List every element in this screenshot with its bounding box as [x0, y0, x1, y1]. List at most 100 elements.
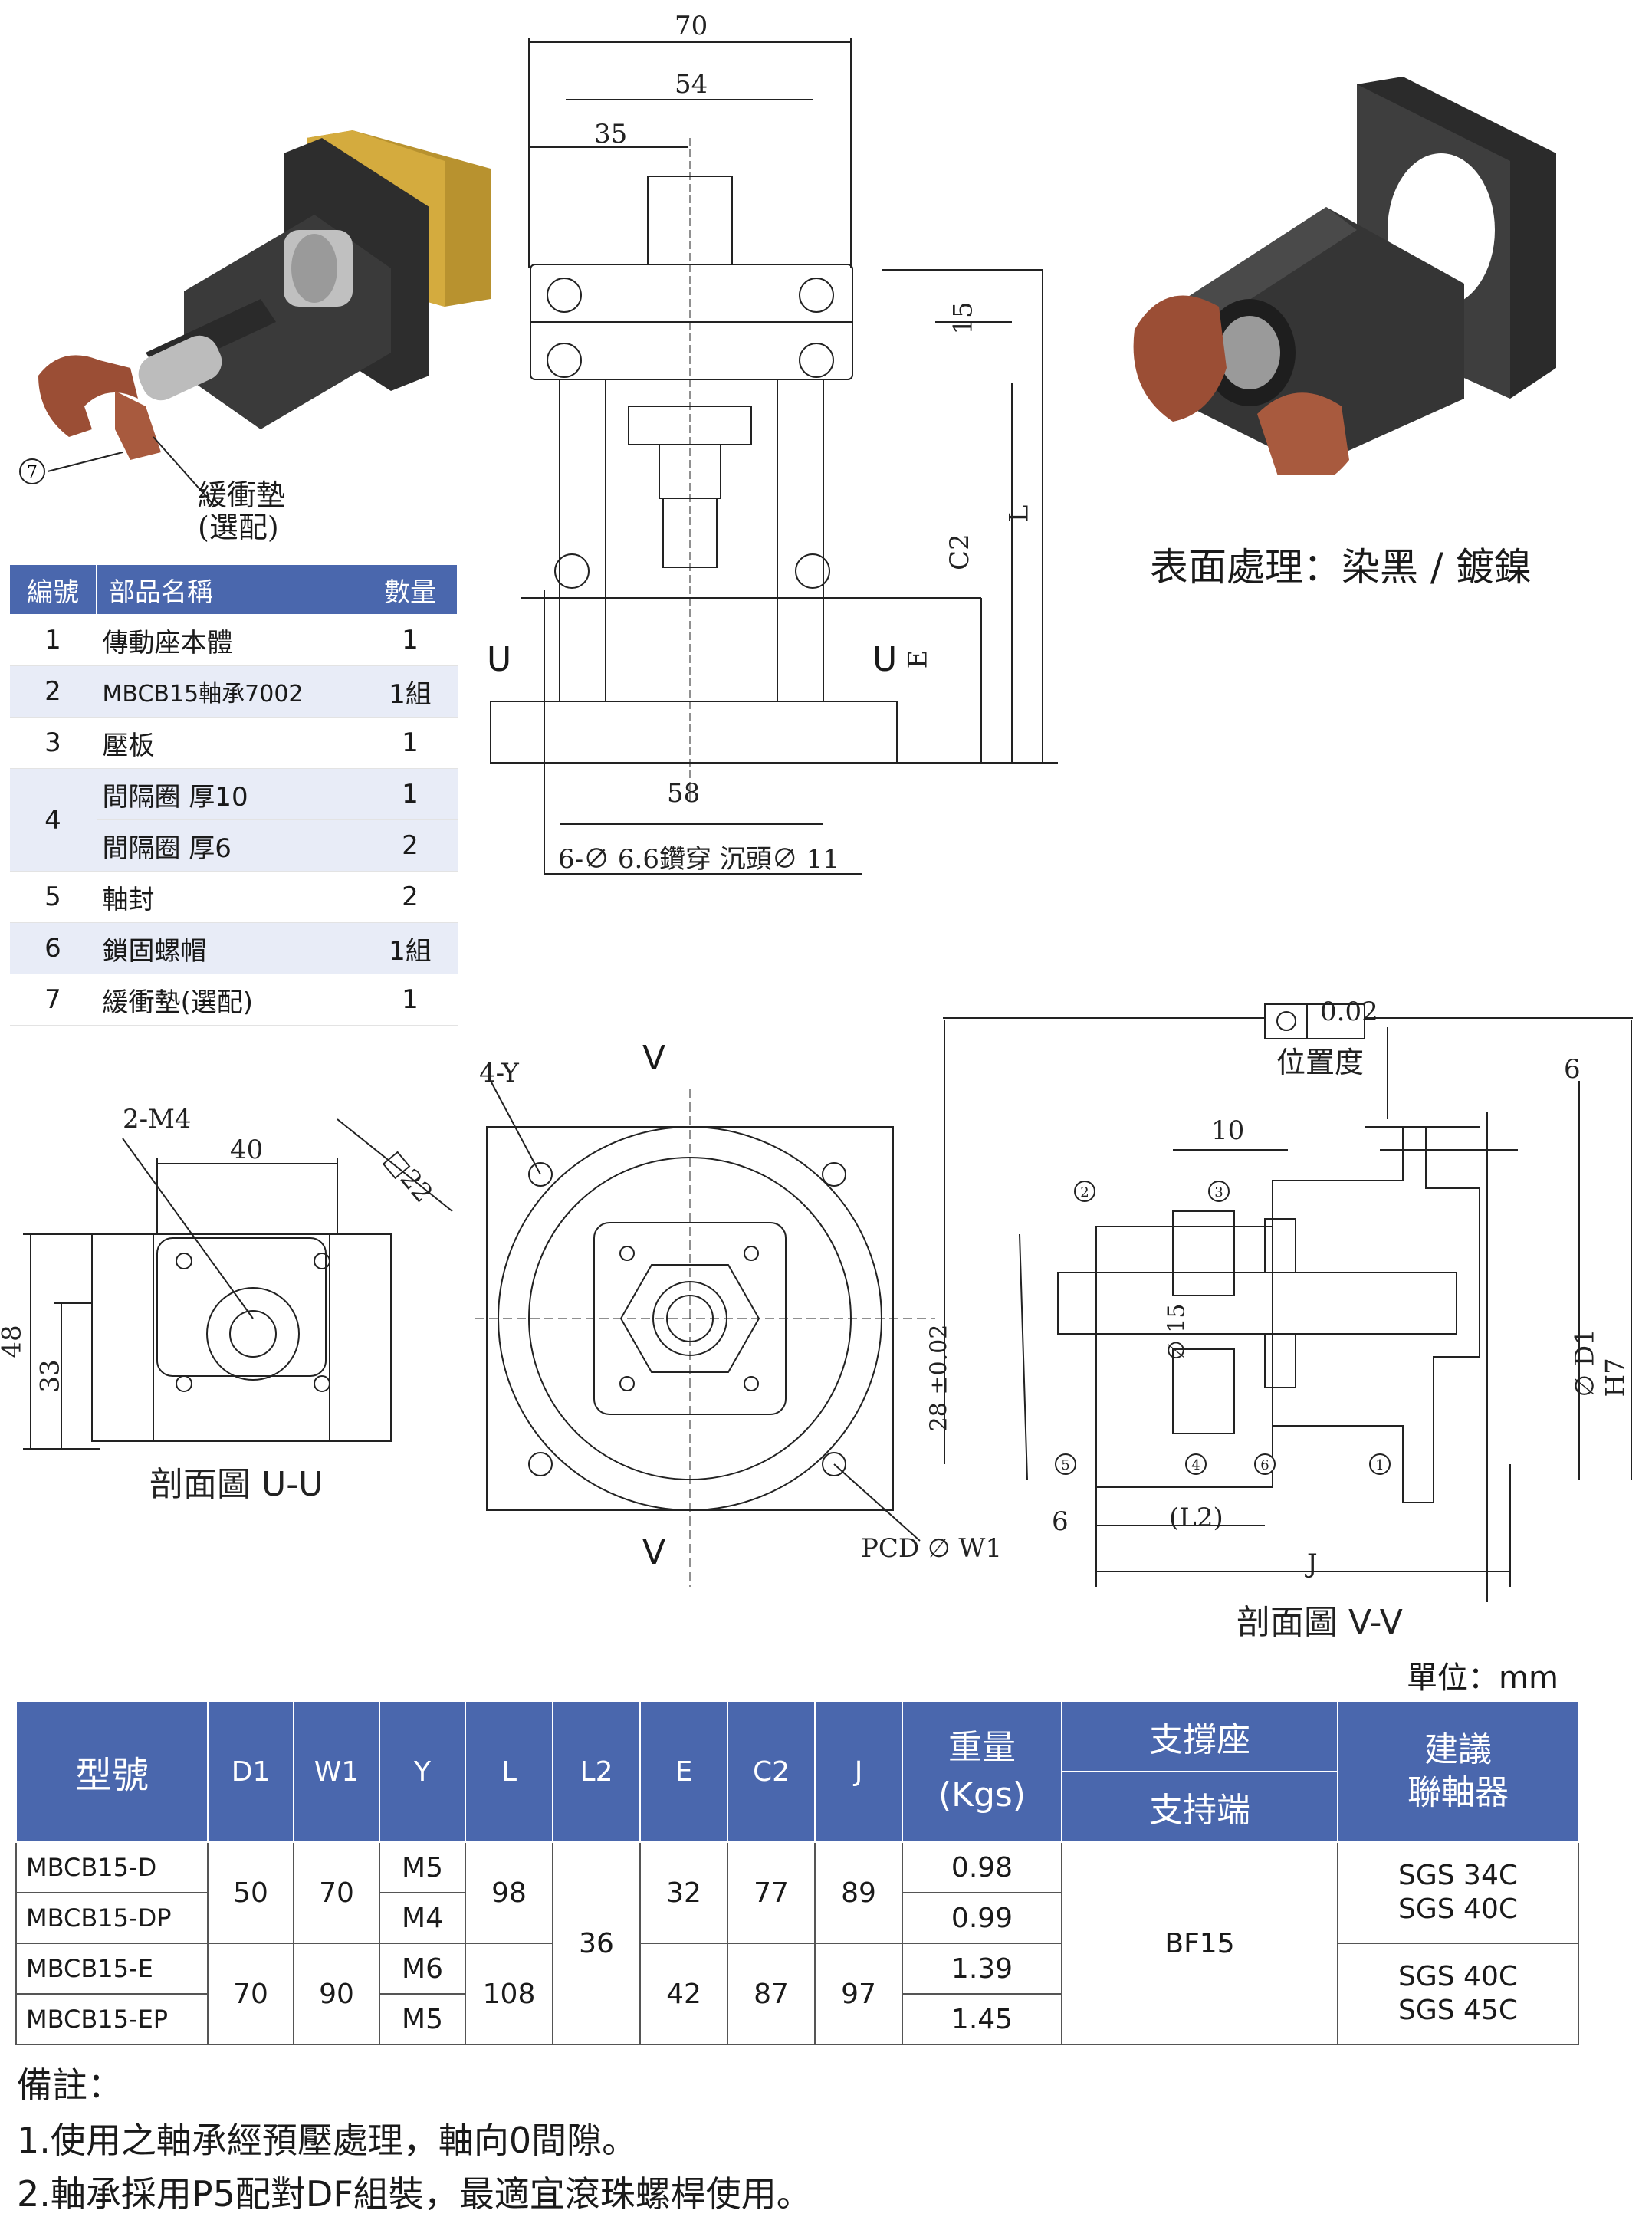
note-line-2: 2.軸承採用P5配對DF組裝，最適宜滾珠螺桿使用。 — [17, 2173, 812, 2215]
dim-58: 58 — [667, 778, 701, 809]
note-line-1: 1.使用之軸承經預壓處理，軸向0間隙。 — [17, 2120, 638, 2161]
spec-header-j: J — [814, 1700, 903, 1843]
dim-35: 35 — [594, 119, 628, 149]
spec-support: BF15 — [1061, 1841, 1338, 2045]
spec-header-coupling: 建議 聯軸器 — [1337, 1700, 1579, 1843]
vv-phi15: ∅ 15 — [1163, 1303, 1191, 1361]
spec-w1: 90 — [293, 1943, 380, 2045]
product-render-left — [38, 130, 491, 460]
spec-header-weight-unit: (Kgs) — [938, 1775, 1026, 1815]
spec-weight: 0.99 — [902, 1892, 1062, 1944]
table-row: 3 壓板 1 — [9, 717, 458, 769]
dim-C2: C2 — [944, 534, 975, 570]
part-no: 4 — [9, 768, 97, 872]
part-qty: 2 — [363, 871, 458, 923]
vv-tolerance: 0.02 — [1320, 997, 1378, 1027]
dim-15: 15 — [948, 301, 979, 335]
table-row: 2 MBCB15軸承7002 1組 — [9, 665, 458, 718]
front-view-drawing — [475, 1080, 935, 1587]
balloon-2: 2 — [1080, 1184, 1089, 1200]
part-name: 軸封 — [96, 871, 363, 923]
vv-dim-L2: (L2) — [1169, 1503, 1223, 1533]
spec-d1: 50 — [207, 1841, 294, 1944]
spec-header-e: E — [639, 1700, 728, 1843]
product-render-right — [1133, 77, 1556, 475]
vv-dim-28: 28 ±0.02 — [925, 1324, 953, 1432]
spec-model: MBCB15-D — [15, 1841, 209, 1893]
uu-caption: 剖面圖 U-U — [149, 1465, 324, 1504]
uu-40: 40 — [230, 1135, 264, 1165]
part-name: 緩衝墊(選配) — [96, 974, 363, 1026]
vv-dim-6-bottom: 6 — [1052, 1506, 1069, 1537]
section-mark-u-right: U — [872, 640, 898, 679]
table-row: MBCB15-EP M5 1.45 — [15, 1993, 1578, 2045]
table-row: 1 傳動座本體 1 — [9, 614, 458, 666]
spec-e: 42 — [639, 1943, 728, 2045]
part-qty: 1 — [363, 974, 458, 1026]
part-name: 傳動座本體 — [96, 614, 363, 666]
spec-l2: 36 — [552, 1841, 641, 2045]
spec-header-l: L — [465, 1700, 553, 1843]
spec-coupling: SGS 34C SGS 40C — [1337, 1841, 1579, 1944]
header-name: 部品名稱 — [96, 564, 363, 615]
circle7-label: 7 — [27, 463, 38, 482]
front-y: 4-Y — [479, 1058, 519, 1089]
spec-header-l2: L2 — [552, 1700, 641, 1843]
uu-48: 48 — [0, 1325, 28, 1358]
spec-header-support-end: 支持端 — [1061, 1771, 1338, 1843]
parts-table: 編號 部品名稱 數量 1 傳動座本體 1 2 MBCB15軸承7002 1組 3… — [9, 564, 458, 1026]
part-no: 3 — [9, 717, 97, 769]
spec-j: 89 — [814, 1841, 903, 1944]
table-row: 7 緩衝墊(選配) 1 — [9, 974, 458, 1026]
vv-caption: 剖面圖 V-V — [1237, 1603, 1403, 1642]
balloon-1: 1 — [1375, 1457, 1384, 1473]
spec-l: 108 — [465, 1943, 553, 2045]
part-qty: 1組 — [363, 922, 458, 974]
balloon-4: 4 — [1191, 1457, 1200, 1473]
spec-header-model: 型號 — [15, 1700, 209, 1843]
table-row: 4 間隔圈 厚10 1 — [9, 768, 458, 872]
spec-d1: 70 — [207, 1943, 294, 2045]
uu-33: 33 — [34, 1359, 66, 1393]
table-row: MBCB15-DP M4 0.99 — [15, 1892, 1578, 1944]
vv-d1-h7: ∅ D1 H7 — [1569, 1328, 1631, 1397]
balloon-6: 6 — [1260, 1457, 1269, 1473]
spec-y: M5 — [379, 1841, 466, 1893]
cushion-label: 緩衝墊 (選配) — [198, 478, 286, 544]
section-uu-drawing — [23, 1118, 453, 1450]
front-pcd: PCD ∅ W1 — [861, 1533, 1002, 1564]
spec-y: M4 — [379, 1892, 466, 1944]
spec-l: 98 — [465, 1841, 553, 1944]
spec-weight: 1.45 — [902, 1993, 1062, 2045]
spec-w1: 70 — [293, 1841, 380, 1944]
table-row: 間隔圈 厚6 2 — [10, 819, 458, 872]
spec-model: MBCB15-DP — [15, 1892, 209, 1944]
spec-header-row-2: 支持端 — [16, 1771, 1578, 1843]
table-row: MBCB15-E 70 90 M6 108 42 87 97 1.39 SGS … — [15, 1943, 1579, 2045]
part-qty: 1 — [363, 614, 458, 666]
vv-dim-10: 10 — [1211, 1115, 1245, 1146]
header-no: 編號 — [9, 564, 97, 615]
vv-dim-6-top: 6 — [1564, 1054, 1581, 1085]
spec-header-w1: W1 — [293, 1700, 380, 1843]
spec-coupling: SGS 40C SGS 45C — [1337, 1943, 1579, 2045]
spec-table: 型號 D1 W1 Y L L2 E C2 J 重量 (Kgs) 支撐座 建議 聯… — [15, 1700, 1579, 2045]
part-name: 鎖固螺帽 — [96, 922, 363, 974]
spec-model: MBCB15-E — [15, 1943, 209, 1995]
spec-weight: 1.39 — [902, 1943, 1062, 1995]
dim-54: 54 — [675, 69, 708, 100]
spec-header-weight: 重量 (Kgs) — [902, 1700, 1062, 1843]
top-view-drawing — [490, 38, 1058, 875]
spec-e: 32 — [639, 1841, 728, 1944]
section-mark-v-bottom: V — [642, 1533, 666, 1572]
spec-header-row-1: 型號 D1 W1 Y L L2 E C2 J 重量 (Kgs) 支撐座 建議 聯… — [15, 1700, 1579, 1843]
table-row: MBCB15-D 50 70 M5 98 36 32 77 89 0.98 BF… — [15, 1841, 1579, 2045]
part-name: 壓板 — [96, 717, 363, 769]
part-qty: 2 — [363, 819, 458, 872]
holes-note: 6-∅ 6.6鑽穿 沉頭∅ 11 — [558, 844, 839, 875]
part-name: MBCB15軸承7002 — [96, 665, 363, 718]
spec-y: M6 — [379, 1943, 466, 1995]
unit-label: 單位：mm — [1407, 1660, 1558, 1696]
table-row: 6 鎖固螺帽 1組 — [9, 922, 458, 974]
part-name: 間隔圈 厚10 — [96, 768, 363, 820]
